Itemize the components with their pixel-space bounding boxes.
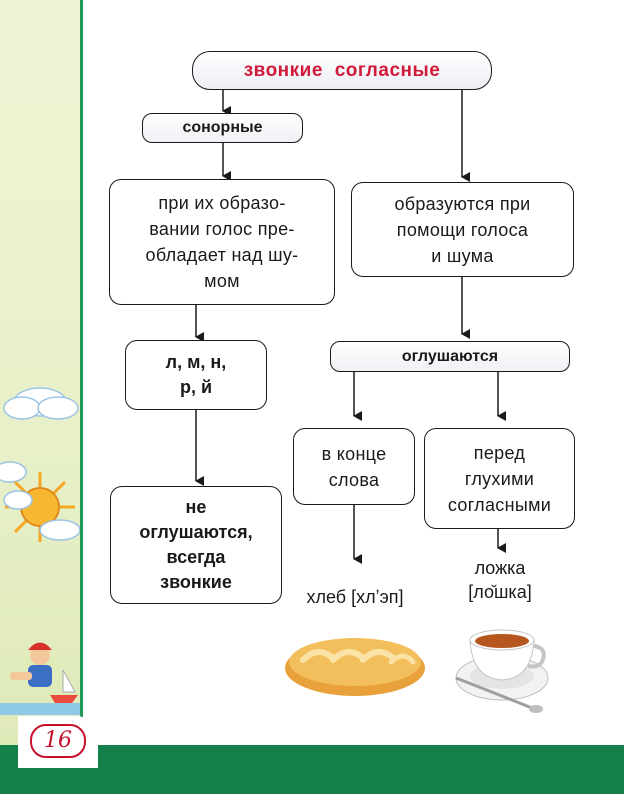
tea-cup-icon — [455, 629, 549, 713]
case-end-text: в конце слова — [321, 443, 387, 490]
before-example-word: ложка — [474, 558, 526, 578]
sonorant-label: сонорные — [182, 119, 263, 136]
end-example: хлеб [хлʼэп] — [306, 587, 404, 607]
case-end-box: в конце слова — [293, 428, 415, 505]
sonorant-label-box: сонорные — [142, 113, 303, 143]
sonorant-result-box: не оглушаются, всегда звонкие — [110, 486, 282, 604]
margin-line — [80, 0, 83, 745]
margin-illustrations — [0, 387, 80, 715]
case-before-box: перед глухими согласными — [424, 428, 575, 529]
cloud-icon — [3, 387, 79, 420]
sonorant-definition-box: при их образо- вании голос пре- обладает… — [109, 179, 335, 305]
boy-with-boat-icon — [0, 642, 80, 715]
page-number: 16 — [30, 724, 86, 758]
cloud-icon — [3, 490, 80, 541]
diagram-title-box: звонкие согласные — [192, 51, 492, 90]
bread-icon — [285, 638, 425, 696]
sonorant-letters: л, м, н, р, й — [165, 352, 227, 397]
devoice-label: оглушаются — [401, 347, 499, 365]
before-example-transcription: [ло̆шка] — [468, 582, 532, 602]
case-before-text: перед глухими согласными — [447, 442, 552, 515]
sonorant-letters-box: л, м, н, р, й — [125, 340, 267, 410]
left-margin-strip — [0, 0, 80, 745]
devoice-label-box: оглушаются — [330, 341, 570, 372]
voiced-definition: образуются при помощи голоса и шума — [394, 193, 531, 266]
cloud-icon — [0, 461, 27, 483]
sonorant-definition: при их образо- вании голос пре- обладает… — [145, 193, 299, 291]
sonorant-result: не оглушаются, всегда звонкие — [139, 497, 253, 592]
footer-bar — [0, 745, 624, 794]
diagram-title: звонкие согласные — [243, 59, 441, 81]
voiced-definition-box: образуются при помощи голоса и шума — [351, 182, 574, 277]
